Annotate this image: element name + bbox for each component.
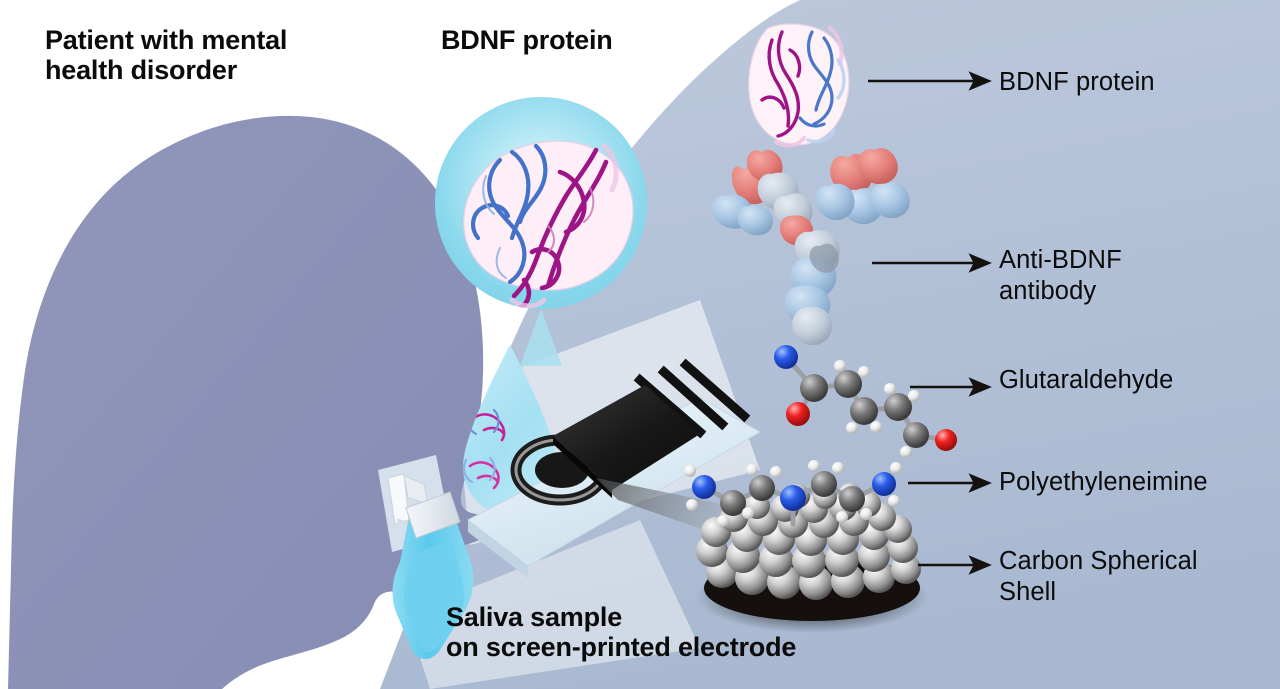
callout-label-glutaraldehyde: Glutaraldehyde: [999, 366, 1174, 394]
callout-label-carbon-spherical-shell: Carbon Spherical Shell: [999, 547, 1198, 607]
white-wedge-2: [406, 520, 700, 689]
head-silhouette-icon: [8, 115, 493, 689]
page-title-bdnf-protein: BDNF protein: [441, 25, 613, 55]
callout-label-anti-bdnf-antibody: Anti-BDNF antibody: [999, 246, 1122, 306]
bdnf-ribbon-inset: [463, 140, 634, 309]
callout-label-polyethyleneimine: Polyethyleneimine: [999, 468, 1208, 496]
glut-hydrogens: [834, 360, 920, 458]
callout-arrows: [868, 71, 992, 575]
bdnf-protein-ribbon-icon: [748, 23, 850, 148]
electrode-tracks: [633, 358, 751, 439]
callout-label-bdnf-protein: BDNF protein: [999, 68, 1155, 96]
glutaraldehyde-molecule-icon: [774, 345, 957, 458]
page-title-saliva-sample: Saliva sample on screen-printed electrod…: [446, 602, 797, 663]
magnified-circle-inset: [435, 97, 647, 366]
y-shaped-antibody-icon: [711, 148, 910, 346]
polyethyleneimine-molecule-icon: [684, 460, 902, 527]
page-title-patient: Patient with mental health disorder: [45, 25, 288, 86]
pei-hydrogens: [684, 460, 902, 527]
collection-tube-icon: [392, 491, 474, 659]
